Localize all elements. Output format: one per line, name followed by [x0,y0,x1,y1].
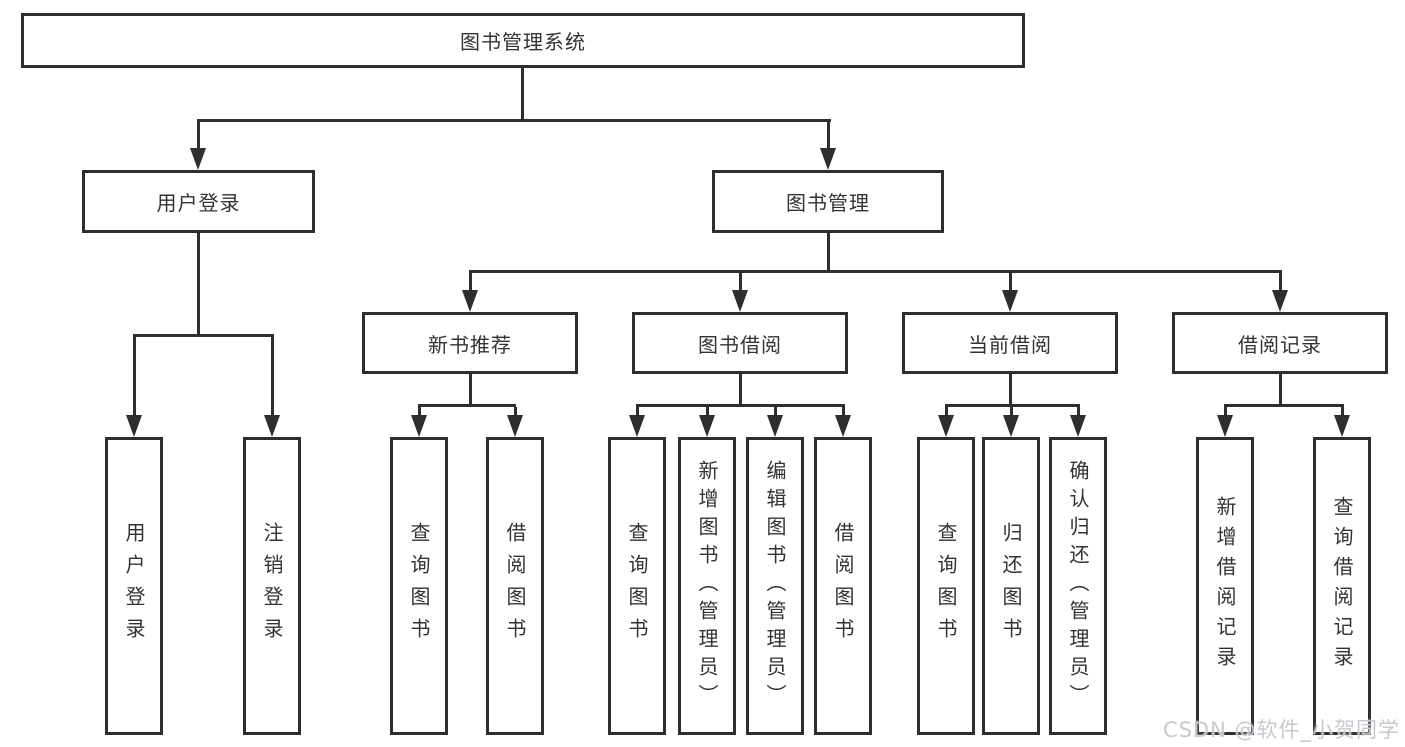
connector-line [636,404,845,407]
connector-line [197,233,200,335]
node-label: 确认归还（管理员） [1066,460,1090,712]
node-current-borrowing: 当前借阅 [902,312,1118,374]
connector-line [1009,273,1012,290]
arrow-down-icon [126,415,142,437]
connector-line [774,407,777,415]
connector-line [739,374,742,407]
arrow-down-icon [1217,415,1233,437]
connector-line [1077,407,1080,415]
arrow-down-icon [190,148,206,170]
node-label: 借阅记录 [1238,332,1322,357]
node-book-borrowing: 图书借阅 [632,312,848,374]
arrow-down-icon [732,290,748,312]
leaf-edit-books-admin: 编辑图书（管理员） [746,437,804,735]
leaf-confirm-return-admin: 确认归还（管理员） [1049,437,1107,735]
arrow-down-icon [835,415,851,437]
node-user-login: 用户登录 [82,170,315,233]
arrow-down-icon [938,415,954,437]
arrow-down-icon [699,415,715,437]
node-label: 新书推荐 [428,332,512,357]
connector-line [418,404,516,407]
leaf-add-borrow-record: 新增借阅记录 [1196,437,1254,735]
connector-line [1341,407,1344,415]
connector-line [514,407,517,415]
connector-line [197,122,200,148]
connector-line [1279,374,1282,407]
node-label: 注销登录 [260,522,284,650]
node-library-management-system: 图书管理系统 [21,13,1025,68]
connector-line [271,337,274,415]
arrow-down-icon [411,415,427,437]
connector-line [827,122,830,148]
arrow-down-icon [1003,415,1019,437]
arrow-down-icon [462,290,478,312]
node-label: 借阅图书 [831,522,855,650]
connector-line [521,68,524,120]
csdn-watermark: CSDN @软件_小贺同学 [1162,718,1400,742]
leaf-user-login: 用户登录 [105,437,163,735]
connector-line [469,270,1282,273]
node-label: 当前借阅 [968,332,1052,357]
connector-line [1010,407,1013,415]
leaf-return-books: 归还图书 [982,437,1040,735]
connector-line [842,407,845,415]
connector-line [739,273,742,290]
connector-line [133,334,274,337]
leaf-query-books: 查询图书 [390,437,448,735]
node-label: 借阅图书 [503,522,527,650]
node-label: 图书借阅 [698,332,782,357]
arrow-down-icon [507,415,523,437]
connector-line [197,119,831,122]
leaf-query-books: 查询图书 [608,437,666,735]
node-label: 图书管理系统 [460,30,586,54]
connector-line [827,233,830,273]
node-label: 查询图书 [625,522,649,650]
connector-line [945,407,948,415]
arrow-down-icon [820,148,836,170]
node-label: 查询图书 [934,522,958,650]
node-label: 归还图书 [999,522,1023,650]
connector-line [418,407,421,415]
node-label: 新增借阅记录 [1213,496,1237,676]
node-new-book-recommend: 新书推荐 [362,312,578,374]
node-label: 用户登录 [156,191,241,215]
leaf-add-books-admin: 新增图书（管理员） [678,437,736,735]
arrow-down-icon [1002,290,1018,312]
connector-line [469,273,472,290]
leaf-borrow-books: 借阅图书 [486,437,544,735]
node-borrowing-records: 借阅记录 [1172,312,1388,374]
connector-line [469,374,472,407]
leaf-logout: 注销登录 [243,437,301,735]
node-book-management: 图书管理 [712,170,944,233]
connector-line [945,404,1080,407]
arrow-down-icon [264,415,280,437]
arrow-down-icon [629,415,645,437]
connector-line [1224,404,1344,407]
connector-line [636,407,639,415]
node-label: 新增图书（管理员） [695,460,719,712]
connector-line [1224,407,1227,415]
arrow-down-icon [1334,415,1350,437]
node-label: 图书管理 [786,191,870,215]
node-label: 查询图书 [407,522,431,650]
leaf-query-borrow-record: 查询借阅记录 [1313,437,1371,735]
arrow-down-icon [767,415,783,437]
node-label: 用户登录 [122,522,146,650]
arrow-down-icon [1070,415,1086,437]
connector-line [706,407,709,415]
leaf-query-books: 查询图书 [917,437,975,735]
leaf-borrow-books: 借阅图书 [814,437,872,735]
node-label: 编辑图书（管理员） [763,460,787,712]
connector-line [133,337,136,415]
node-label: 查询借阅记录 [1330,496,1354,676]
connector-line [1009,374,1012,407]
arrow-down-icon [1272,290,1288,312]
connector-line [1279,273,1282,290]
